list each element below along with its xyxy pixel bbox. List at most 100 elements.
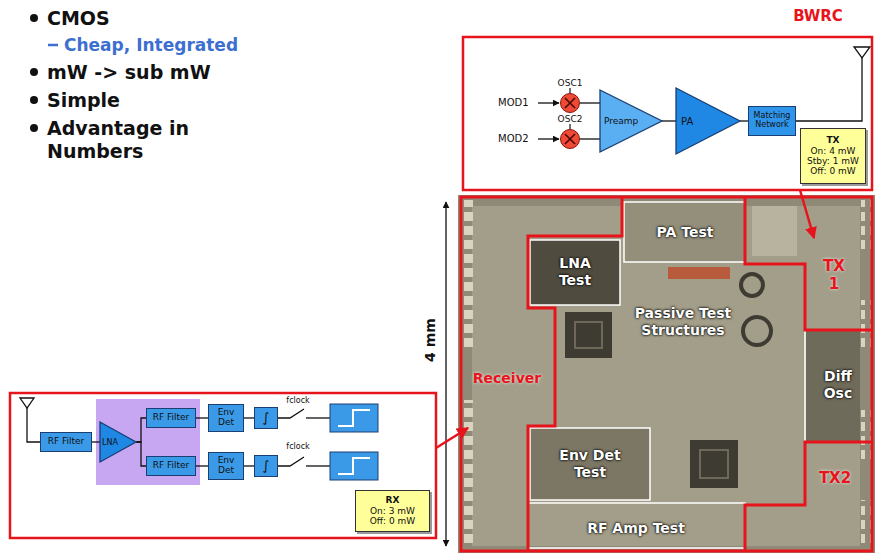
region-label: PA Test <box>657 224 714 241</box>
block-label: On: 4 mW <box>807 146 859 156</box>
mixer-circle: OSC2 <box>560 129 580 149</box>
signal-wire <box>580 102 600 103</box>
signal-wire <box>662 120 676 121</box>
block-box: Matching Network <box>748 106 796 136</box>
region-label: RF Amp Test <box>587 520 685 537</box>
signal-wire <box>92 441 100 442</box>
test-region <box>530 240 620 305</box>
signal-wire <box>136 418 146 442</box>
rx-frame <box>10 393 436 538</box>
block-label: PA <box>681 116 693 127</box>
chip-die <box>458 195 875 553</box>
signal-name: MOD1 <box>498 97 529 109</box>
mixer-circle: OSC1 <box>560 93 580 113</box>
bullet-dot <box>30 96 38 104</box>
oscillator-region <box>806 331 860 441</box>
signal-wire <box>244 417 254 418</box>
note-heading: TX <box>807 135 859 145</box>
wire <box>306 465 330 466</box>
block-box: RF Filter <box>40 432 92 452</box>
bond-pads <box>861 500 871 548</box>
bullet-dot <box>30 124 38 132</box>
spiral-inductor <box>741 274 763 296</box>
comparator-box <box>330 452 378 480</box>
block-box: Env Det <box>208 452 244 480</box>
lab-name: BWRC <box>793 7 843 25</box>
wire <box>306 417 330 418</box>
chip-outline <box>461 197 872 551</box>
antenna-feed <box>796 58 862 121</box>
chip-logo <box>668 267 730 279</box>
block-label: Stby: 1 mW <box>807 156 859 166</box>
sub-bullet-text: Cheap, Integrated <box>64 35 238 55</box>
region-label: Env Det Test <box>555 447 625 481</box>
signal-wire <box>196 417 208 418</box>
amplifier-shape <box>600 90 662 152</box>
bullet-text: Simple <box>47 89 120 112</box>
amplifier-shape <box>100 422 136 462</box>
spiral-inductor <box>743 317 771 345</box>
block-label: Matching Network <box>751 112 793 130</box>
block-label: RF Filter <box>149 413 193 423</box>
antenna-feed <box>27 408 40 442</box>
input-arrow <box>538 138 559 139</box>
block-label: On: 3 mW <box>370 506 415 516</box>
bullet-dot <box>30 14 38 22</box>
dimension-label: 4 mm <box>422 318 439 362</box>
block-box: ∫ <box>254 455 278 477</box>
block-label: Env Det <box>211 408 241 428</box>
amplifier-triangle: Preamp <box>600 90 662 152</box>
region-label: Passive Test Structures <box>633 305 733 339</box>
callout-arrow <box>800 190 814 238</box>
step-symbol <box>338 458 370 474</box>
clock-label: fclock <box>286 396 309 406</box>
block-label: OSC2 <box>558 115 583 124</box>
bond-pads <box>861 200 871 252</box>
block-label: Off: 0 mW <box>807 166 859 176</box>
signal-wire <box>244 465 254 466</box>
region-label: LNA Test <box>545 255 605 289</box>
mixer-cross <box>561 130 579 148</box>
antenna-symbol <box>854 47 870 58</box>
clock-label: fclock <box>286 442 309 452</box>
bullet-text: CMOS <box>47 7 110 30</box>
region-label: Receiver <box>473 370 541 387</box>
block-label: RF Filter <box>43 437 89 447</box>
block-label: ∫ <box>257 459 275 473</box>
inductor-pad <box>575 322 602 348</box>
circuit-block <box>752 206 797 256</box>
amplifier-shape <box>676 88 740 154</box>
inductor-pad <box>565 312 612 358</box>
bullet-text: mW -> sub mW <box>47 61 211 84</box>
inductor-pad <box>690 440 738 488</box>
block-box: Env Det <box>208 404 244 432</box>
test-region <box>528 503 745 548</box>
mixer-cross <box>561 94 579 112</box>
sub-bullet-dash <box>48 44 58 47</box>
antenna-symbol <box>20 398 34 408</box>
comparator-box <box>330 404 378 432</box>
bond-pads <box>463 400 475 548</box>
signal-wire <box>136 442 146 466</box>
bond-pads <box>463 200 475 350</box>
bullet-text: Advantage in Numbers <box>47 117 222 163</box>
note-heading: RX <box>370 495 415 505</box>
power-note: RXOn: 3 mWOff: 0 mW <box>355 490 430 532</box>
amplifier-triangle: LNA <box>100 422 136 462</box>
block-label: LNA <box>102 438 118 447</box>
block-label: ∫ <box>257 411 275 425</box>
block-label: RF Filter <box>149 461 193 471</box>
block-box: RF Filter <box>146 456 196 476</box>
signal-wire <box>580 138 600 139</box>
region-label: Diff Osc <box>816 368 860 402</box>
block-label: Off: 0 mW <box>370 516 415 526</box>
input-arrow <box>538 102 559 103</box>
bullet-dot <box>30 68 38 76</box>
tx-frame <box>463 37 872 190</box>
block-label: Preamp <box>604 116 638 126</box>
step-symbol <box>338 410 370 426</box>
signal-name: MOD2 <box>498 133 529 145</box>
dimension-arrow <box>445 202 446 546</box>
